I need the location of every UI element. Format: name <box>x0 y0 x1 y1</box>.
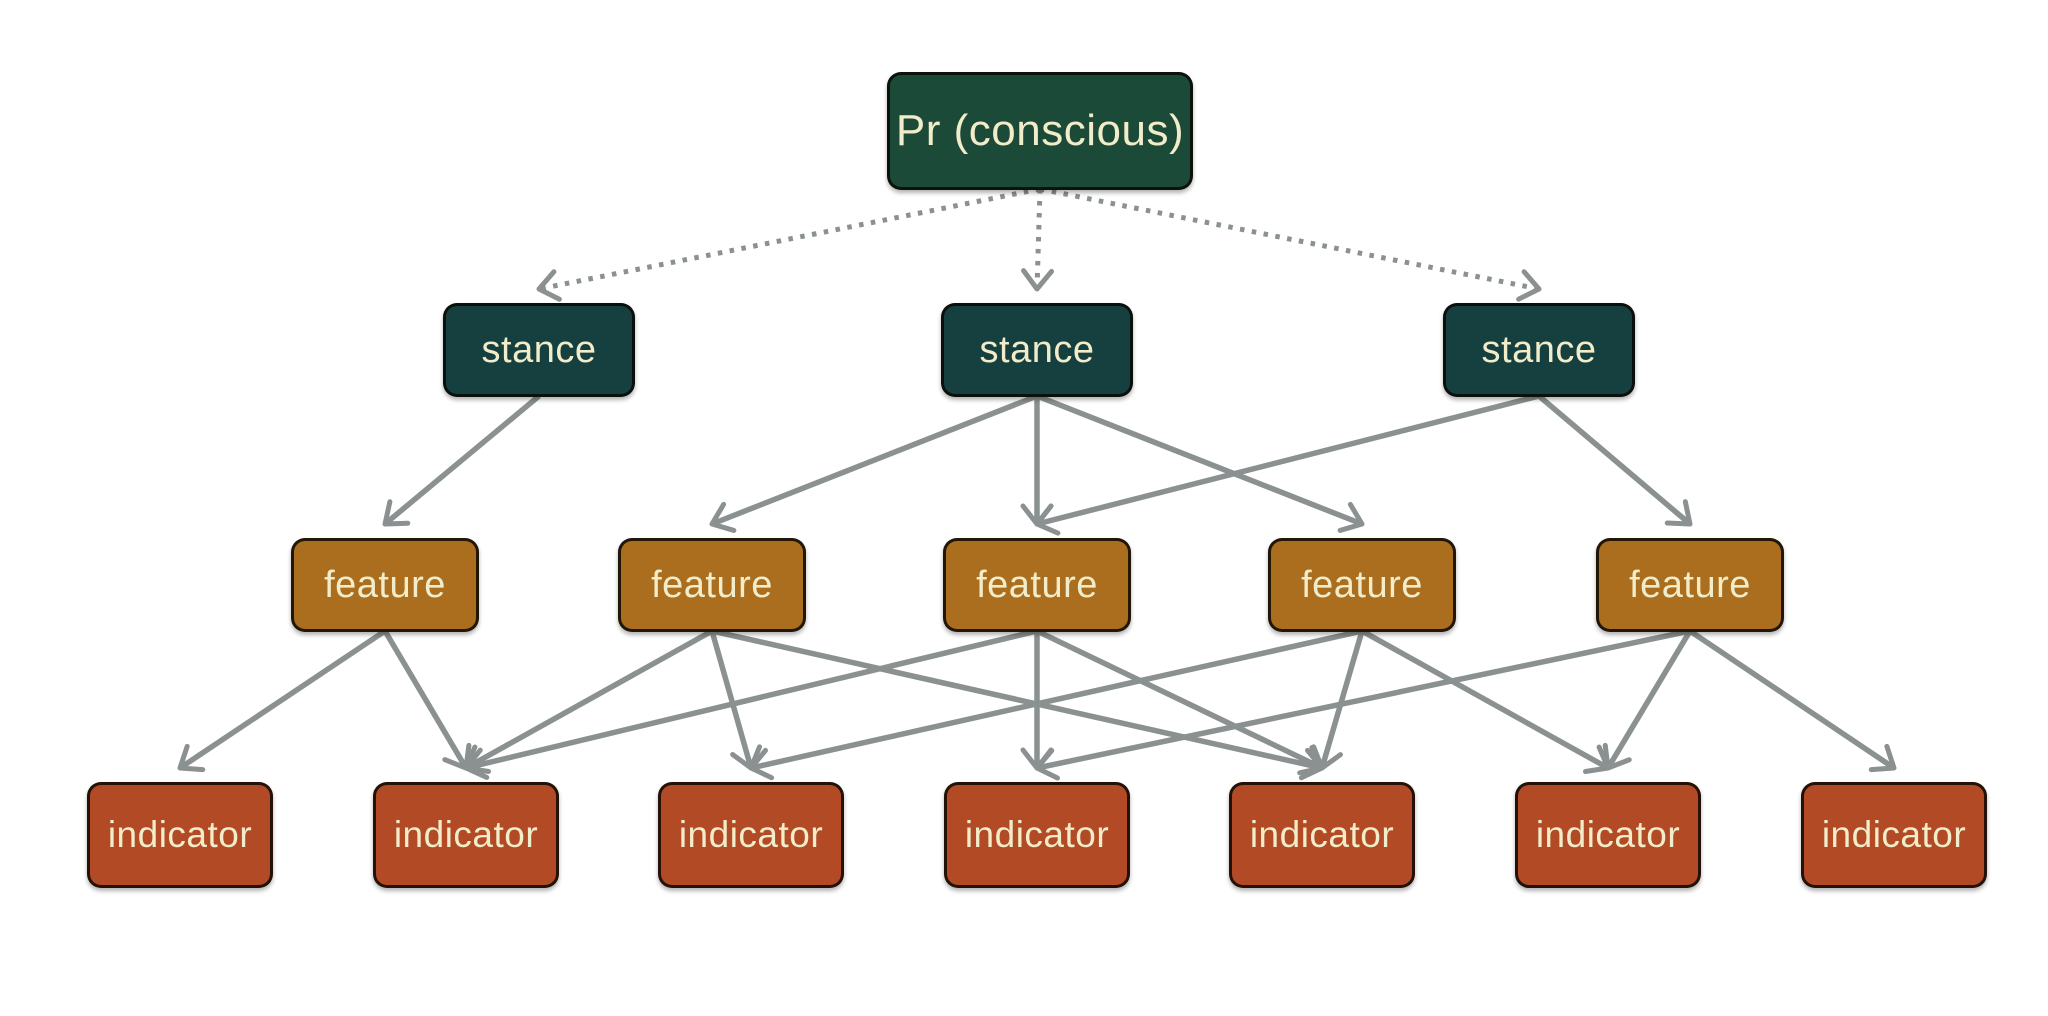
edge-root-to-stance-1 <box>536 186 1041 302</box>
edge-feature-1-to-indicator-1 <box>177 628 387 773</box>
edge-feature-4-to-indicator-5 <box>1311 630 1365 771</box>
edge-root-to-stance-2 <box>1021 188 1055 292</box>
node-root: Pr (conscious) <box>887 72 1193 190</box>
edge-stance-3-to-feature-3 <box>1034 393 1540 536</box>
edge-feature-4-to-indicator-6 <box>1360 628 1611 774</box>
node-indicator-4: indicator <box>944 782 1130 888</box>
node-stance-3: stance <box>1443 303 1635 397</box>
edge-feature-5-to-indicator-4 <box>1034 628 1691 781</box>
node-indicator-3: indicator <box>658 782 844 888</box>
node-feature-4: feature <box>1268 538 1456 632</box>
node-indicator-6: indicator <box>1515 782 1701 888</box>
node-indicator-1: indicator <box>87 782 273 888</box>
node-feature-3: feature <box>943 538 1131 632</box>
edge-stance-2-to-feature-4 <box>1035 393 1365 533</box>
edge-root-to-stance-3 <box>1039 186 1542 302</box>
node-indicator-5: indicator <box>1229 782 1415 888</box>
edge-stance-2-to-feature-2 <box>709 393 1039 533</box>
node-feature-2: feature <box>618 538 806 632</box>
edge-feature-3-to-indicator-2 <box>463 628 1038 780</box>
edge-feature-5-to-indicator-7 <box>1688 628 1897 773</box>
edge-stance-3-to-feature-5 <box>1537 393 1693 527</box>
node-indicator-2: indicator <box>373 782 559 888</box>
node-stance-1: stance <box>443 303 635 397</box>
edge-feature-2-to-indicator-2 <box>463 628 714 774</box>
edge-feature-5-to-indicator-6 <box>1602 629 1693 771</box>
node-stance-2: stance <box>941 303 1133 397</box>
node-indicator-7: indicator <box>1801 782 1987 888</box>
edge-feature-2-to-indicator-3 <box>709 630 763 771</box>
edge-feature-4-to-indicator-3 <box>748 628 1363 781</box>
edge-feature-1-to-indicator-2 <box>382 629 472 771</box>
node-feature-1: feature <box>291 538 479 632</box>
edge-feature-2-to-indicator-5 <box>711 628 1325 781</box>
node-feature-5: feature <box>1596 538 1784 632</box>
edge-feature-3-to-indicator-5 <box>1035 628 1325 776</box>
edge-stance-1-to-feature-1 <box>382 393 541 527</box>
